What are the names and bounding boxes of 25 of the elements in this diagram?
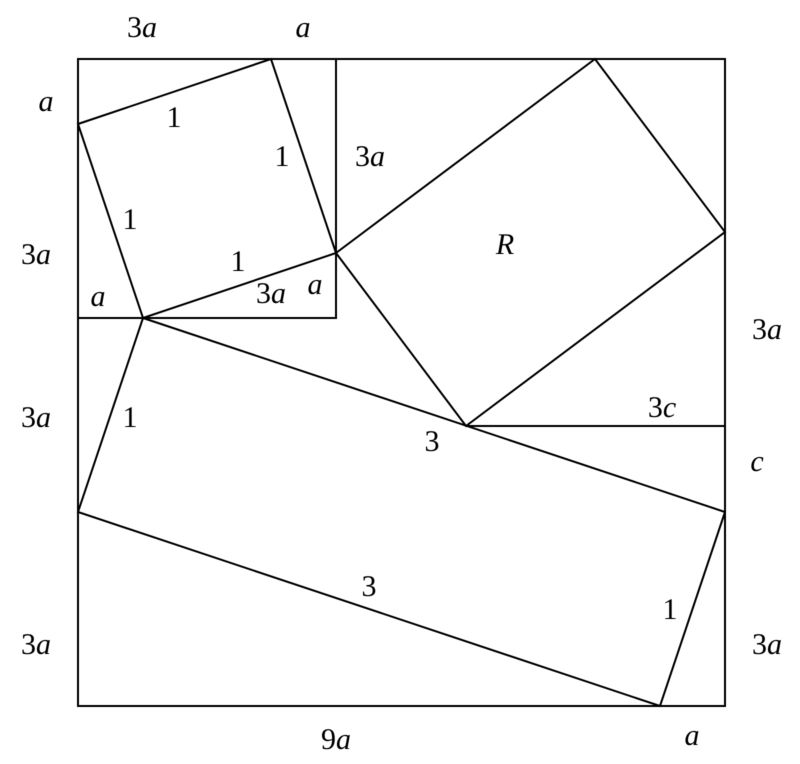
math-label: 3a bbox=[127, 13, 157, 43]
math-label: 3a bbox=[752, 630, 782, 660]
math-label: a bbox=[296, 13, 310, 43]
math-label: 3a bbox=[256, 279, 286, 309]
math-label: 3c bbox=[648, 393, 676, 423]
math-label: 1 bbox=[122, 403, 138, 433]
math-label: 3a bbox=[21, 240, 51, 270]
math-label: R bbox=[496, 230, 514, 260]
math-label: 3 bbox=[424, 427, 440, 457]
math-label: 1 bbox=[230, 247, 246, 277]
math-label: 9a bbox=[321, 725, 351, 755]
math-label: a bbox=[308, 270, 322, 300]
math-label: a bbox=[684, 721, 700, 751]
math-label: 3a bbox=[21, 403, 51, 433]
math-label: 1 bbox=[122, 205, 138, 235]
math-label: 1 bbox=[166, 103, 182, 133]
math-label: 3 bbox=[362, 572, 376, 602]
math-label: 3a bbox=[355, 142, 385, 172]
math-label: a bbox=[38, 87, 54, 117]
math-label: a bbox=[90, 282, 106, 312]
math-label: 1 bbox=[274, 142, 290, 172]
math-label: 3a bbox=[21, 630, 51, 660]
math-label: 3a bbox=[752, 315, 782, 345]
math-label: 1 bbox=[662, 595, 678, 625]
math-label: c bbox=[750, 447, 764, 477]
